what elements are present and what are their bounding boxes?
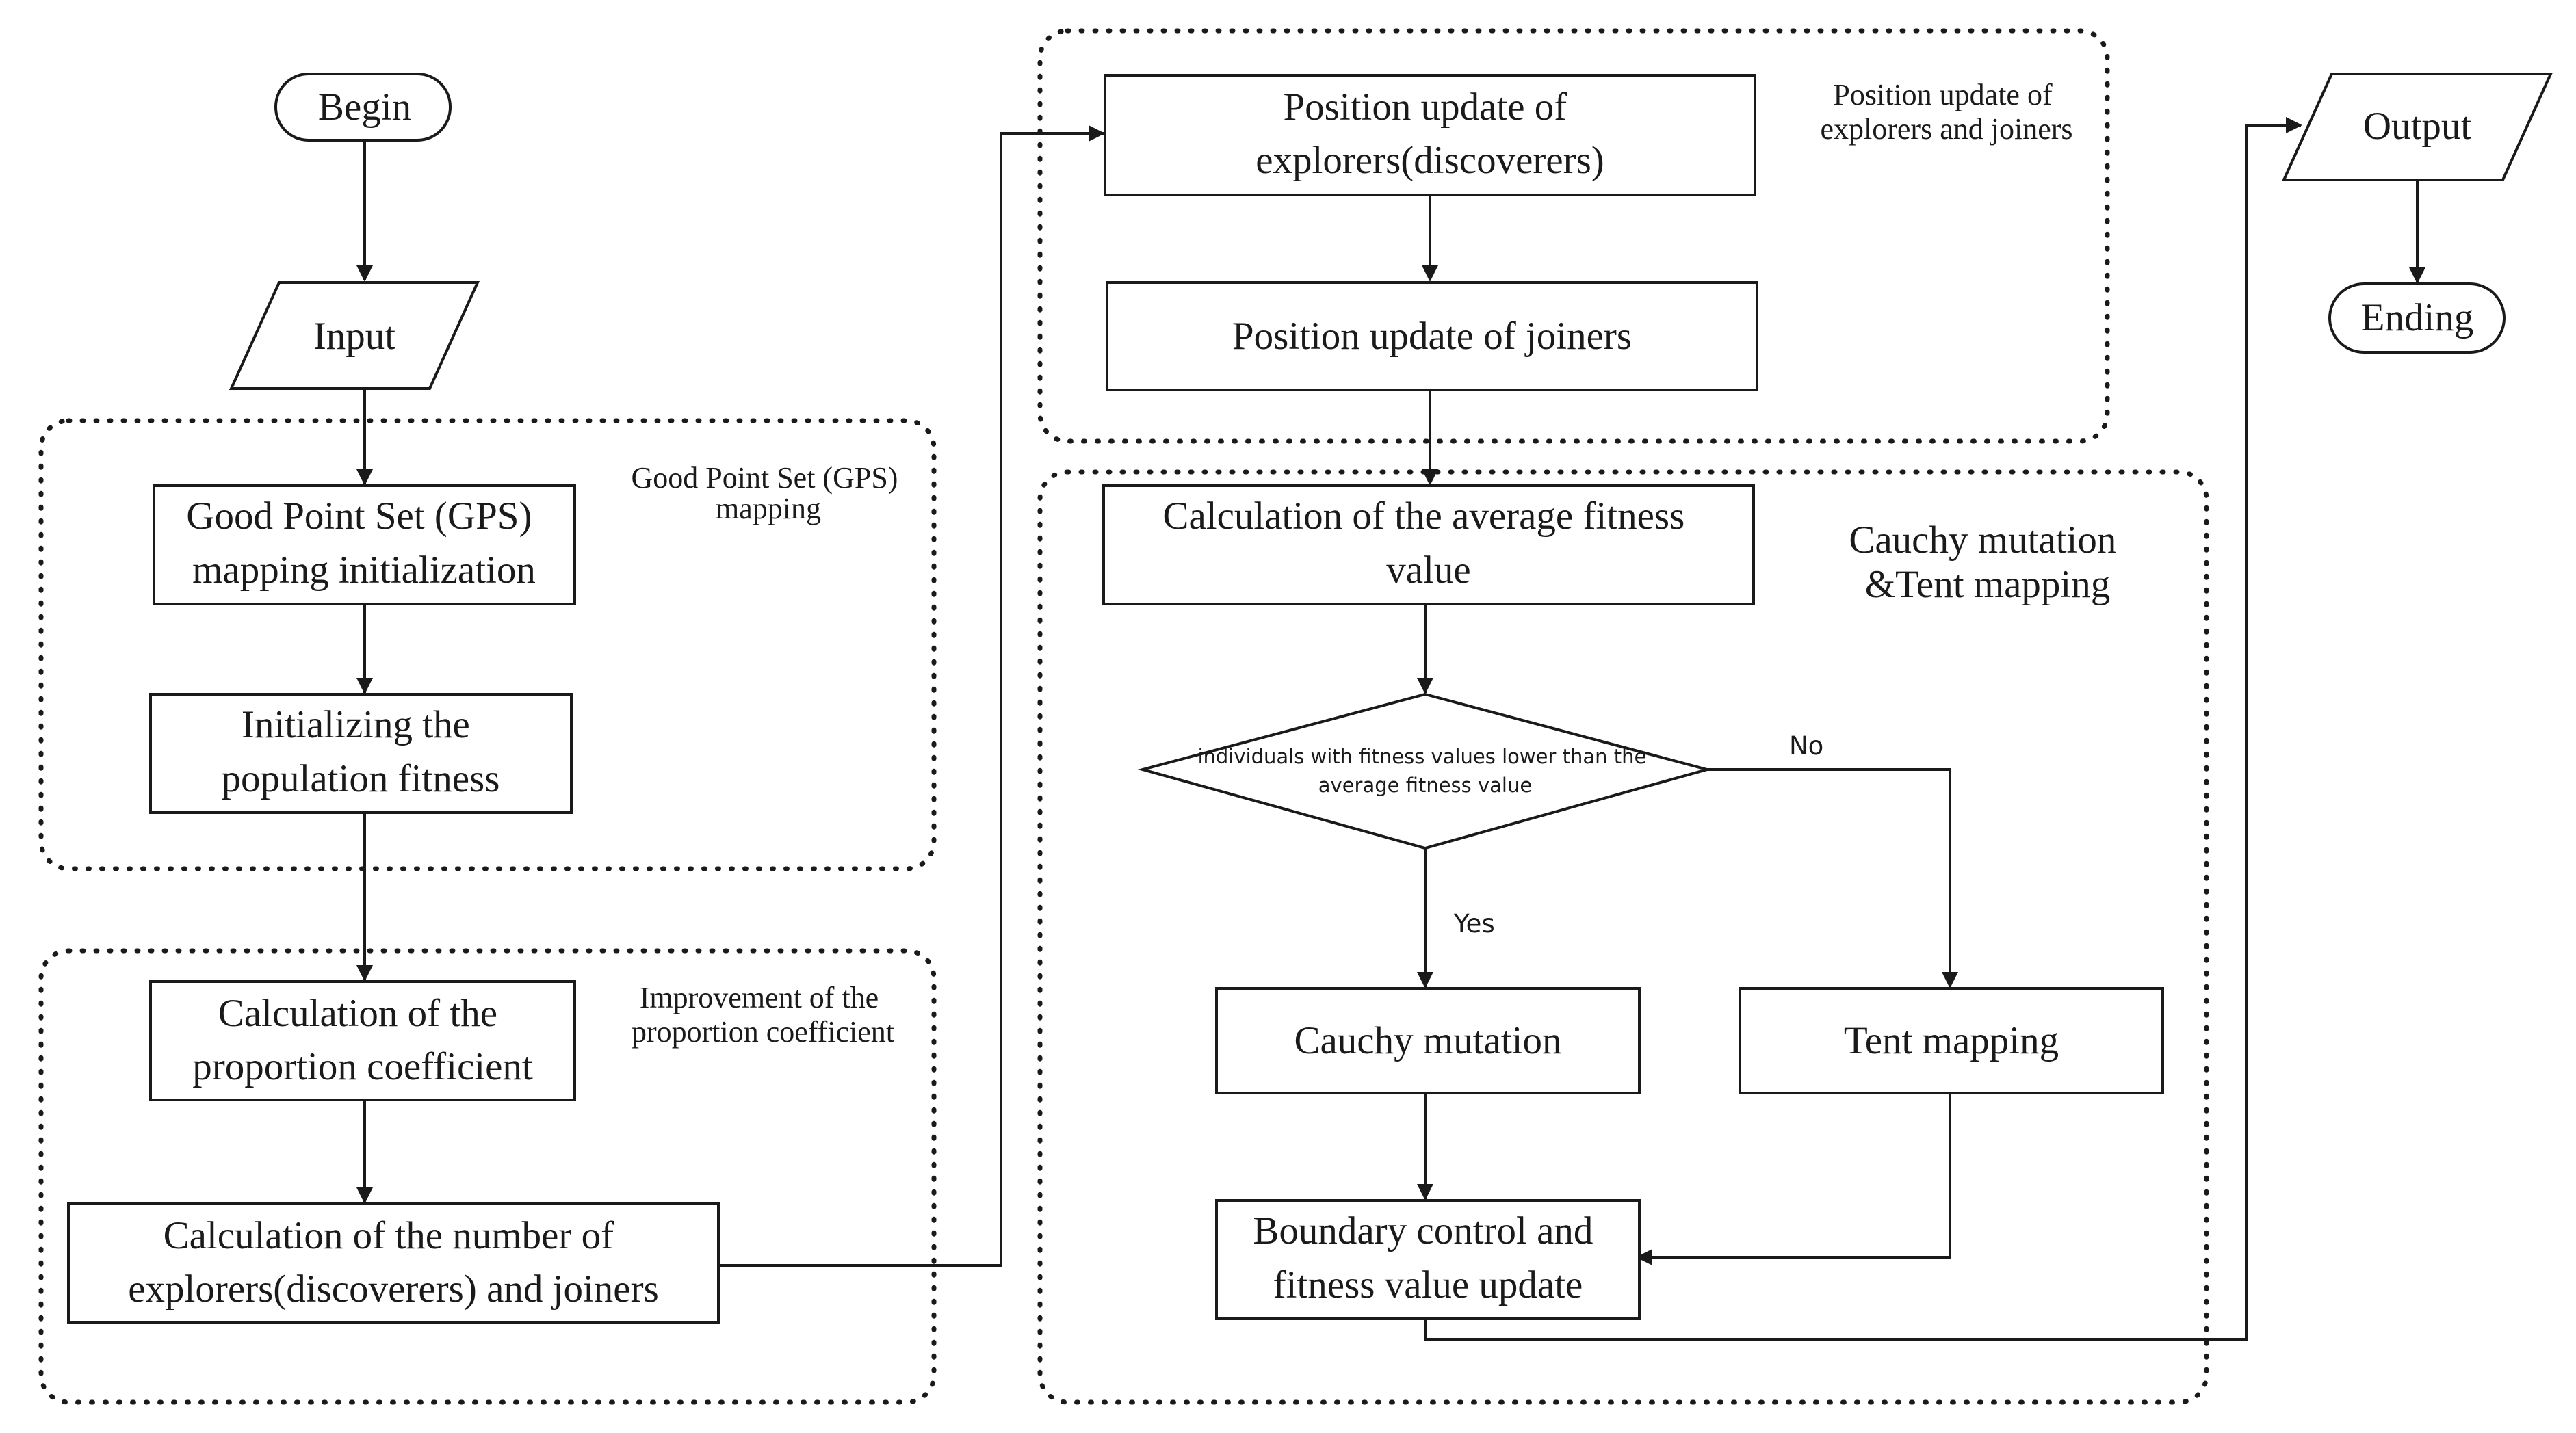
process-calc-proportion-line-1: Calculation of the — [218, 992, 497, 1035]
process-update-joiners-label: Position update of joiners — [1232, 315, 1632, 358]
input-io: Input — [229, 281, 480, 390]
group-frame-position-update — [1037, 28, 2110, 444]
svg-text:Boundary control and fit: Boundary control and fitness value updat… — [1253, 1209, 1602, 1306]
svg-text:Calculation of the number of: Calculation of the number of explorers(d… — [128, 1214, 659, 1311]
process-tent: Tent mapping — [1739, 987, 2164, 1094]
process-update-explorers-line-2: explorers(discoverers) — [1256, 139, 1604, 182]
process-init-fitness-line-2: population fitness — [222, 757, 500, 800]
arrow-tent-boundary — [1636, 1093, 1951, 1265]
svg-text:Calculation of the average fit: Calculation of the average fitness value — [1162, 495, 1694, 592]
process-avg-fitness-line-1: Calculation of the average fitness — [1162, 495, 1684, 538]
process-avg-fitness-line-2: value — [1386, 549, 1470, 592]
svg-text:Good Point Set (GPS) map: Good Point Set (GPS) mapping initializat… — [186, 495, 541, 592]
ending-terminal: Ending — [2328, 282, 2506, 354]
process-update-explorers-line-1: Position update of — [1283, 86, 1567, 129]
svg-text:individuals with fitness value: individuals with fitness values lower th… — [1197, 745, 1652, 797]
arrow-decision-tent — [1707, 768, 1958, 988]
arrow-number-explorers — [718, 125, 1105, 1267]
begin-label: Begin — [318, 86, 411, 129]
process-tent-label: Tent mapping — [1844, 1019, 2059, 1062]
group-caption-proportion: Improvement of the proportion coefficien… — [632, 981, 894, 1049]
process-calc-number: Calculation of the number of explorers(d… — [67, 1202, 720, 1324]
svg-text:Calculation of the propo: Calculation of the proportion coefficien… — [192, 992, 533, 1088]
decision-yes-label: Yes — [1453, 909, 1495, 938]
connectors — [356, 117, 2425, 1341]
begin-terminal: Begin — [274, 73, 452, 142]
decision-no-label: No — [1789, 731, 1823, 761]
group-frame-gps-mapping — [38, 418, 937, 871]
process-avg-fitness: Calculation of the average fitness value — [1102, 484, 1755, 605]
output-io: Output — [2281, 73, 2553, 181]
process-gps-init: Good Point Set (GPS) mapping initializat… — [153, 484, 576, 605]
process-gps-init-line-1: Good Point Set (GPS) — [186, 495, 532, 538]
group-caption-position-update: Position update of explorers and joiners — [1821, 78, 2073, 146]
process-boundary-line-2: fitness value update — [1273, 1263, 1583, 1306]
process-cauchy-label: Cauchy mutation — [1294, 1019, 1561, 1062]
process-update-joiners: Position update of joiners — [1106, 281, 1758, 391]
output-label: Output — [2363, 105, 2472, 148]
group-frame-cauchy-tent — [1037, 469, 2209, 1405]
svg-text:Position update of explo: Position update of explorers(discoverers… — [1256, 86, 1604, 182]
input-label: Input — [313, 315, 395, 358]
decision-diamond: individuals with fitness values lower th… — [1137, 692, 1713, 850]
process-cauchy: Cauchy mutation — [1215, 987, 1641, 1094]
process-gps-init-line-2: mapping initialization — [192, 549, 536, 592]
process-init-fitness-line-1: Initializing the — [242, 703, 470, 746]
process-calc-number-line-1: Calculation of the number of — [164, 1214, 614, 1257]
process-calc-proportion-line-2: proportion coefficient — [192, 1045, 533, 1088]
decision-line-1: individuals with fitness values lower th… — [1197, 745, 1646, 768]
arrow-boundary-output — [1424, 117, 2302, 1341]
ending-label: Ending — [2361, 296, 2474, 339]
process-calc-number-line-2: explorers(discoverers) and joiners — [128, 1267, 659, 1311]
process-boundary: Boundary control and fitness value updat… — [1215, 1199, 1641, 1320]
group-caption-cauchy-tent: Cauchy mutation &Tent mapping — [1849, 518, 2126, 606]
process-init-fitness: Initializing the population fitness — [149, 693, 573, 814]
group-caption-gps-mapping: Good Point Set (GPS) mapping — [632, 461, 906, 525]
process-update-explorers: Position update of explorers(discoverers… — [1104, 74, 1756, 196]
svg-text:Initializing the populat: Initializing the population fitness — [222, 703, 500, 800]
process-calc-proportion: Calculation of the proportion coefficien… — [149, 980, 576, 1101]
process-boundary-line-1: Boundary control and — [1253, 1209, 1593, 1252]
group-frame-proportion — [38, 948, 937, 1405]
decision-line-2: average fitness value — [1318, 774, 1532, 797]
